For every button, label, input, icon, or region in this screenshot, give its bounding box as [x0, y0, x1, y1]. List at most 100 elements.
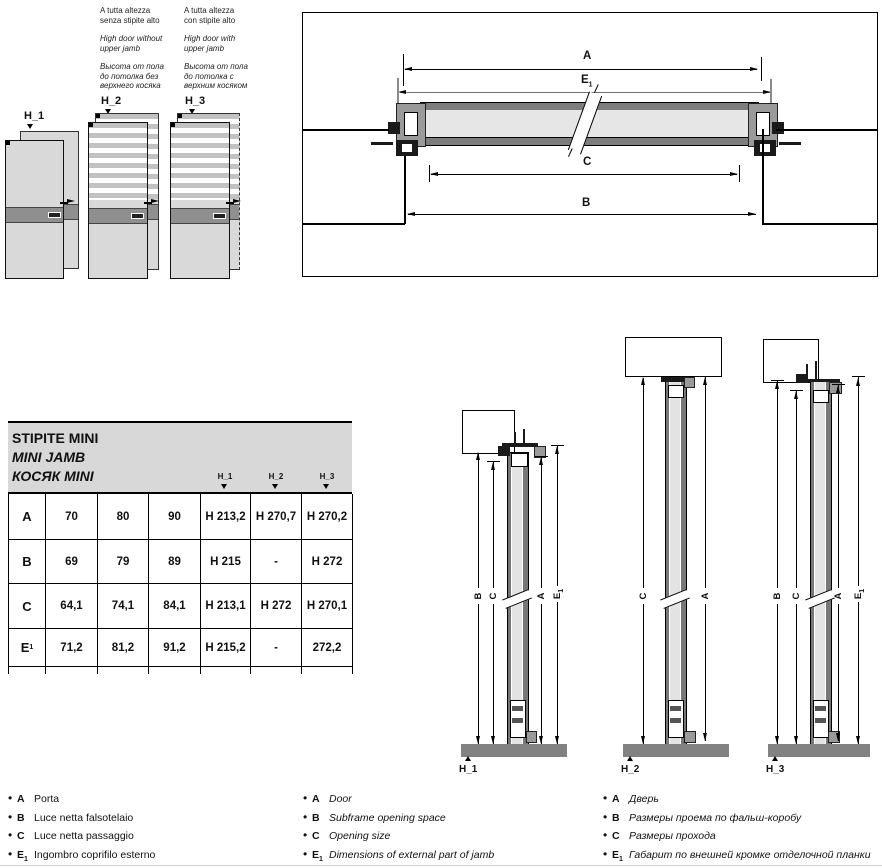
note-line: до потолка с: [184, 71, 234, 81]
section-label-h2: H_2: [621, 764, 640, 775]
hardware-block-gray: [684, 377, 695, 388]
dim-label-b: B: [772, 588, 784, 604]
cell: 90: [149, 494, 201, 540]
arrow-up-icon: [555, 446, 559, 454]
note-line: upper jamb: [184, 43, 225, 53]
dim-tick: [487, 461, 500, 462]
arrow-down-icon: [491, 736, 495, 744]
legend-text: Размеры прохода: [629, 830, 716, 843]
note-line: High door with: [184, 34, 236, 43]
triangle-down-icon: [272, 484, 278, 489]
triangle-down-icon: [189, 109, 195, 114]
dim-label-b: B: [582, 197, 591, 209]
grid-stubs: [8, 667, 353, 674]
arrow-down-icon: [641, 736, 645, 744]
note-line: A tutta altezza: [184, 6, 235, 15]
cell: 69: [46, 540, 98, 584]
bullet-icon: •: [8, 846, 13, 861]
hardware-block: [796, 374, 808, 383]
note-line: upper jamb: [100, 43, 141, 53]
dim-tick: [403, 54, 404, 86]
dim-tick: [790, 390, 803, 391]
note-english: High door with upper jamb: [184, 34, 272, 53]
cell: -: [251, 540, 302, 584]
hardware-slot: [511, 453, 528, 467]
dim-line: [408, 214, 756, 215]
legend-text: Габарит по внешней кромке отделочной пла…: [629, 848, 871, 861]
guide-bar: [670, 718, 681, 723]
col-header-h2: H_2: [268, 472, 284, 481]
cell: 81,2: [98, 629, 149, 667]
dim-label-c: C: [583, 156, 592, 168]
cell: H 213,1: [201, 584, 251, 629]
arrow-down-icon: [794, 736, 798, 744]
legend-text: Luce netta passaggio: [34, 830, 134, 843]
door-handle: [48, 212, 61, 218]
note-with-upper-jamb: A tutta altezza con stipite alto High do…: [184, 6, 272, 100]
handle-arrow: [60, 202, 68, 204]
cell: 80: [98, 494, 149, 540]
cell: 91,2: [149, 629, 201, 667]
door-front-panel: [88, 122, 148, 279]
triangle-up-icon: [627, 756, 633, 761]
arrow-up-icon: [794, 391, 798, 399]
dim-line: [796, 391, 797, 744]
dim-label-e1: E1: [552, 586, 565, 602]
cell: -: [251, 629, 302, 667]
hinge-marker: [96, 114, 100, 118]
door-front-panel: [170, 122, 230, 279]
note-line: A tutta altezza: [100, 6, 151, 15]
hardware-pin: [815, 361, 817, 379]
bullet-icon: •: [303, 791, 308, 805]
triangle-down-icon: [221, 484, 227, 489]
panel-face-bottom: [420, 137, 756, 146]
door-handle: [213, 213, 226, 219]
legend-text: Размеры проема по фальш-коробу: [629, 811, 802, 824]
triangle-up-icon: [772, 756, 778, 761]
cell: 71,2: [46, 629, 98, 667]
note-italian: A tutta altezza senza stipite alto: [100, 6, 188, 25]
lintel-box: [763, 339, 819, 383]
arrow-left-icon: [430, 172, 438, 176]
handle-arrow: [226, 202, 234, 204]
arrow-up-icon: [476, 452, 480, 460]
arrow-up-icon: [856, 378, 860, 386]
dim-line: [705, 377, 706, 741]
arrow-up-icon: [775, 381, 779, 389]
note-line: con stipite alto: [184, 15, 236, 25]
arrow-right-icon: [763, 90, 771, 94]
dim-line: [858, 377, 859, 744]
hinge-marker: [89, 123, 93, 127]
dim-label-e1: E1: [853, 586, 866, 602]
note-line: High door without: [100, 34, 163, 43]
hardware-slot: [668, 385, 684, 398]
dim-label-a: A: [583, 50, 592, 62]
note-line: до потолка без: [100, 71, 159, 81]
bullet-icon: •: [303, 828, 308, 843]
hinge-marker: [178, 114, 182, 118]
floor-block: [526, 731, 537, 743]
legend-text: Ingombro coprifilo esterno: [34, 848, 156, 861]
dim-tick: [699, 376, 712, 377]
table-title-it: STIPITE MINI: [12, 430, 99, 446]
cell: 84,1: [149, 584, 201, 629]
triangle-down-icon: [27, 124, 33, 129]
door-column: [810, 381, 832, 746]
top-hardware-bar: [661, 377, 691, 382]
cell: H 213,2: [201, 494, 251, 540]
hinge-marker: [6, 141, 10, 145]
floor-bar: [461, 744, 567, 757]
hardware-pin: [514, 432, 516, 443]
bullet-icon: •: [8, 809, 13, 824]
arrow-left-icon: [404, 67, 412, 71]
lintel-box: [625, 337, 722, 377]
cell: H 215: [201, 540, 251, 584]
